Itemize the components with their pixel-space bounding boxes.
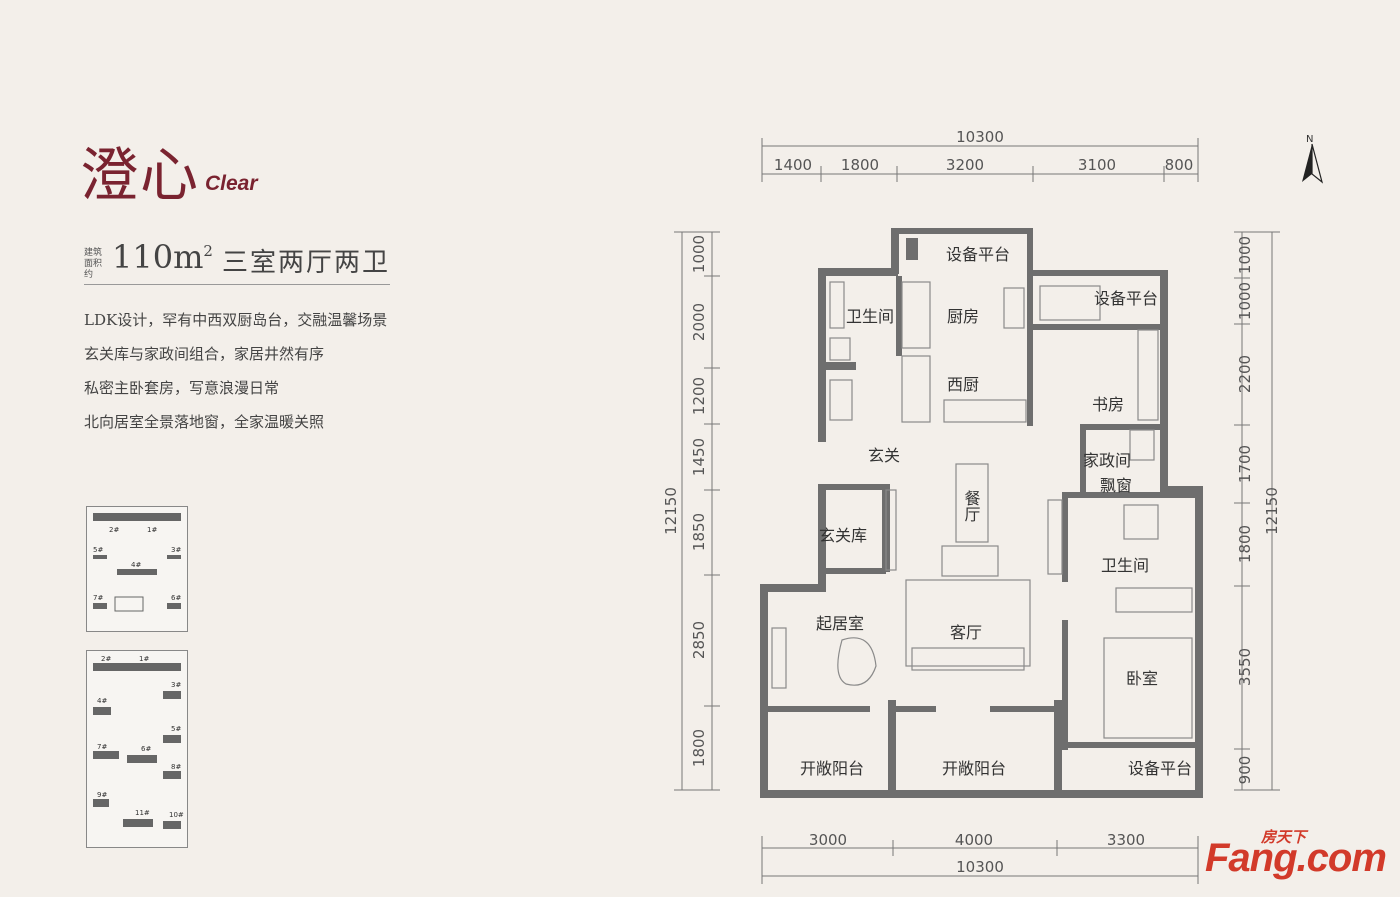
room-dining-text: 餐厅 — [962, 490, 981, 522]
project-title: 澄心 — [80, 141, 201, 209]
area-caption: 建筑 面积约 — [84, 248, 103, 280]
room-living: 起居室 — [816, 614, 864, 633]
dim-left-seg: 1450 — [690, 438, 708, 476]
dim-bottom-seg: 3300 — [1107, 831, 1145, 849]
feature-item: 北向居室全景落地窗，全家温暖关照 — [84, 413, 325, 431]
dim-bottom-seg: 3000 — [809, 831, 847, 849]
site-label: 5# — [93, 546, 103, 554]
site-label: 6# — [141, 745, 151, 753]
dim-top-seg: 800 — [1165, 156, 1194, 174]
dim-left-total: 12150 — [662, 487, 680, 535]
site-map-2: 2# 1# 3# 4# 5# 6# 7# 8# 9# 11# 10# — [86, 650, 188, 848]
area-number: 110 — [112, 238, 174, 276]
room-equipment-platform: 设备平台 — [1128, 759, 1192, 778]
dim-bottom-total: 10300 — [956, 858, 1004, 876]
room-drawing: 客厅 — [950, 623, 982, 642]
site-label: 2# — [109, 526, 119, 534]
dim-right-seg: 900 — [1236, 756, 1254, 785]
site-label: 11# — [135, 809, 150, 817]
room-bay-window: 飘窗 — [1100, 476, 1132, 495]
dim-right-seg: 1000 — [1236, 282, 1254, 320]
dim-left-seg: 2000 — [690, 303, 708, 341]
area-unit-sup: 2 — [203, 242, 213, 260]
dim-right-seg: 2200 — [1236, 355, 1254, 393]
room-western-kitchen: 西厨 — [947, 375, 979, 394]
area-unit: m — [173, 238, 204, 276]
room-bathroom: 卫生间 — [846, 307, 894, 326]
dim-top-seg: 1400 — [774, 156, 812, 174]
dim-left-seg: 2850 — [690, 621, 708, 659]
dim-top-seg: 3100 — [1078, 156, 1116, 174]
feature-item: 玄关库与家政间组合，家居井然有序 — [84, 345, 325, 363]
watermark: 房天下 Fang.com — [1205, 826, 1395, 892]
dim-top-total: 10300 — [956, 128, 1004, 146]
feature-list: LDK设计，罕有中西双厨岛台，交融温馨场景 玄关库与家政间组合，家居井然有序 私… — [84, 309, 387, 445]
site-label: 2# — [101, 655, 111, 663]
north-arrow-icon — [1302, 143, 1324, 184]
site-label: 10# — [169, 811, 184, 819]
furniture — [771, 281, 1193, 739]
site-label: 7# — [97, 743, 107, 751]
room-bedroom: 卧室 — [1126, 669, 1158, 688]
dim-right-seg: 3550 — [1236, 648, 1254, 686]
site-label: 7# — [93, 594, 103, 602]
dim-left-seg: 1850 — [690, 513, 708, 551]
site-label: 8# — [171, 763, 181, 771]
room-balcony: 开敞阳台 — [942, 759, 1006, 778]
project-subtitle-en: Clear — [205, 172, 258, 195]
room-equipment-platform: 设备平台 — [1094, 289, 1158, 308]
site-label: 4# — [97, 697, 107, 705]
dim-left-seg: 1200 — [690, 377, 708, 415]
layout-type: 三室两厅两卫 — [222, 248, 391, 278]
site-label: 9# — [97, 791, 107, 799]
feature-item: LDK设计，罕有中西双厨岛台，交融温馨场景 — [84, 311, 388, 329]
site-label: 1# — [139, 655, 149, 663]
room-labels: 设备平台 设备平台 卫生间 厨房 西厨 书房 玄关 家政间 飘窗 餐厅 玄关库 … — [800, 245, 1192, 778]
site-label: 3# — [171, 546, 181, 554]
feature-item: 私密主卧套房，写意浪漫日常 — [84, 379, 280, 397]
site-label: 1# — [147, 526, 157, 534]
site-label: 5# — [171, 725, 181, 733]
site-label: 3# — [171, 681, 181, 689]
site-map-1: 2# 1# 5# 3# 4# 7# 6# — [86, 506, 188, 632]
dim-right-seg: 1800 — [1236, 525, 1254, 563]
dim-left-seg: 1800 — [690, 729, 708, 767]
dim-top-seg: 1800 — [841, 156, 879, 174]
dimension-lines: 10300 1400 1800 3200 3100 800 3000 4000 … — [662, 128, 1281, 884]
watermark-main: Fang.com — [1205, 836, 1387, 880]
dim-left-seg: 1000 — [690, 235, 708, 273]
divider — [84, 284, 390, 285]
compass-label: N — [1306, 134, 1314, 145]
watermark-top: 房天下 — [1261, 828, 1307, 846]
room-entrance-storage: 玄关库 — [819, 526, 867, 545]
dim-right-total: 12150 — [1263, 487, 1281, 535]
dim-top-seg: 3200 — [946, 156, 984, 174]
walls — [760, 228, 1203, 798]
room-dining: 餐厅 — [962, 490, 981, 522]
room-study: 书房 — [1092, 395, 1124, 414]
dim-right-seg: 1700 — [1236, 445, 1254, 483]
room-kitchen: 厨房 — [947, 307, 979, 326]
room-bathroom: 卫生间 — [1101, 556, 1149, 575]
site-label: 4# — [131, 561, 141, 569]
room-housekeeping: 家政间 — [1083, 451, 1131, 470]
dim-bottom-seg: 4000 — [955, 831, 993, 849]
room-equipment-platform: 设备平台 — [946, 245, 1010, 264]
area-value: 110m2 — [112, 238, 213, 276]
dim-right-seg: 1000 — [1236, 236, 1254, 274]
room-balcony: 开敞阳台 — [800, 759, 864, 778]
site-label: 6# — [171, 594, 181, 602]
room-entrance: 玄关 — [868, 446, 900, 465]
